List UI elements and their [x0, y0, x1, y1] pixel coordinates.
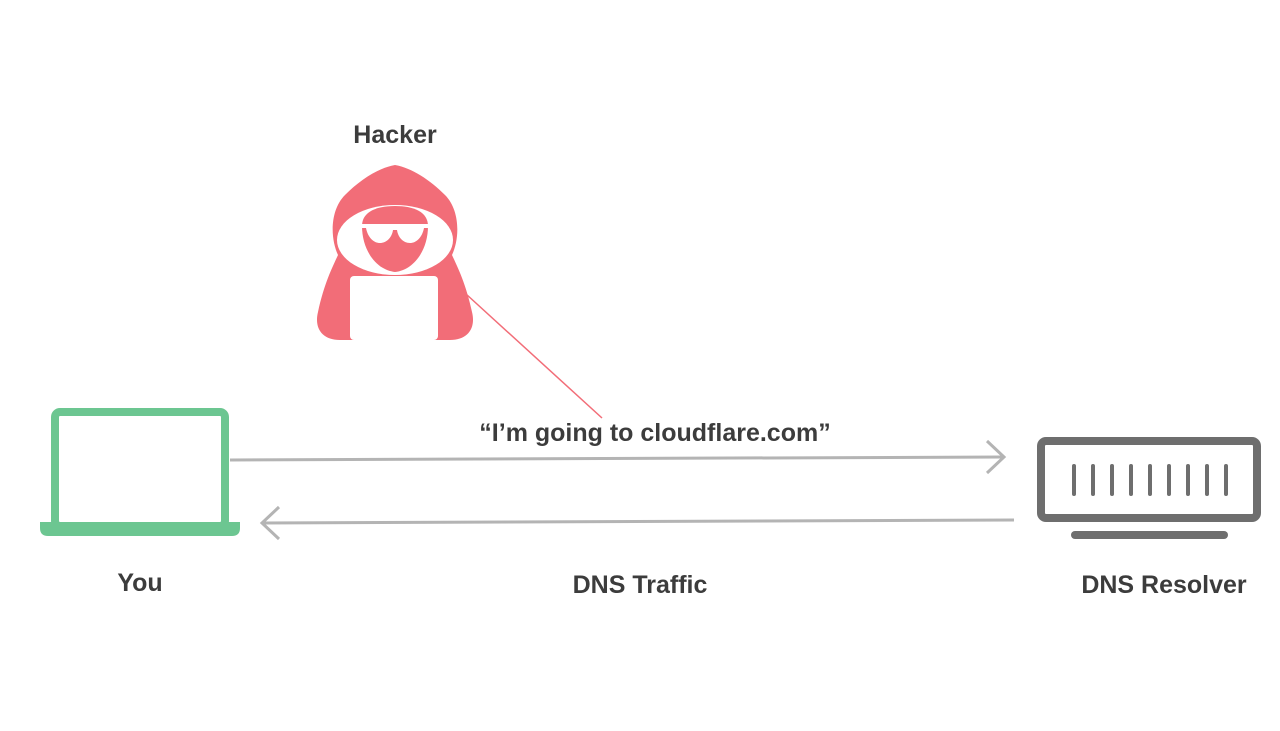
response-arrow	[259, 505, 1015, 541]
you-label: You	[117, 569, 162, 597]
request-arrow	[229, 439, 1007, 475]
message-label: “I’m going to cloudflare.com”	[479, 419, 830, 447]
dns-traffic-label: DNS Traffic	[573, 571, 708, 599]
laptop-icon	[40, 408, 240, 536]
hacker-label: Hacker	[353, 121, 437, 149]
dns-resolver-label: DNS Resolver	[1081, 571, 1247, 599]
interception-line	[465, 293, 603, 419]
server-rack-icon	[1037, 437, 1261, 539]
hooded-hacker-icon	[316, 165, 474, 340]
